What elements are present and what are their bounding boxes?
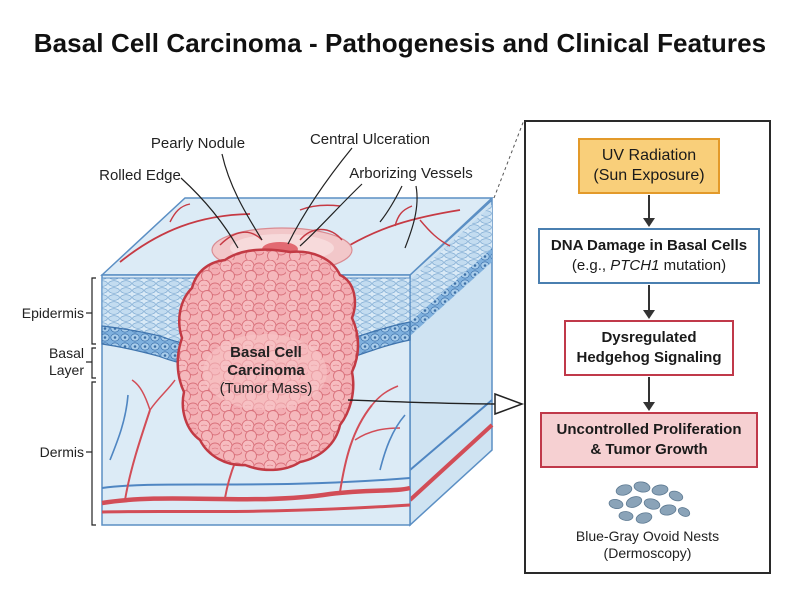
proliferation-line2: & Tumor Growth [590,441,708,458]
label-pearly-nodule: Pearly Nodule [151,135,245,152]
arrow-down-icon [643,377,655,411]
label-basal-line1: Basal [49,345,84,361]
dermoscopy-caption: Blue-Gray Ovoid Nests (Dermoscopy) [526,528,769,562]
dna-line1: DNA Damage in Basal Cells [550,237,748,254]
label-rolled-edge: Rolled Edge [99,167,181,184]
label-central-ulceration: Central Ulceration [310,131,430,148]
proliferation-line1: Uncontrolled Proliferation [556,421,742,438]
zoom-dashed-line [493,119,525,199]
label-dermis: Dermis [40,444,84,460]
dna-line2-prefix: (e.g., [571,257,611,274]
dna-damage-box: DNA Damage in Basal Cells (e.g., PTCH1 m… [538,228,760,284]
tumor-label-line2: Carcinoma [227,362,305,379]
pathogenesis-flow-panel: UV Radiation (Sun Exposure) DNA Damage i… [524,120,771,574]
hedgehog-line2: Hedgehog Signaling [576,349,722,366]
uv-line1: UV Radiation [601,147,697,164]
layer-brackets [86,277,96,526]
feature-leader-lines [180,147,418,249]
ovoid-nests-illustration [608,481,691,524]
dna-line2: (e.g., PTCH1 mutation) [572,256,726,276]
dermoscopy-line2: (Dermoscopy) [603,545,692,561]
dna-gene-name: PTCH1 [610,257,660,274]
dna-line2-suffix: mutation) [659,257,727,274]
tumor-label-line3: (Tumor Mass) [220,380,313,397]
hedgehog-signaling-box: Dysregulated Hedgehog Signaling [564,320,734,376]
dermoscopy-line1: Blue-Gray Ovoid Nests [575,528,720,544]
uv-line2: (Sun Exposure) [593,167,705,184]
page-title: Basal Cell Carcinoma - Pathogenesis and … [33,28,767,58]
arrow-down-icon [643,195,655,227]
arrow-down-icon [643,285,655,319]
tumor-label-line1: Basal Cell [230,344,302,361]
proliferation-box: Uncontrolled Proliferation & Tumor Growt… [540,412,758,468]
uv-radiation-box: UV Radiation (Sun Exposure) [578,138,720,194]
pointer-arrow-icon [347,392,525,416]
hedgehog-line1: Dysregulated [601,329,697,346]
label-basal-line2: Layer [49,362,84,378]
label-epidermis: Epidermis [22,305,84,321]
label-arborizing-vessels: Arborizing Vessels [349,165,472,182]
